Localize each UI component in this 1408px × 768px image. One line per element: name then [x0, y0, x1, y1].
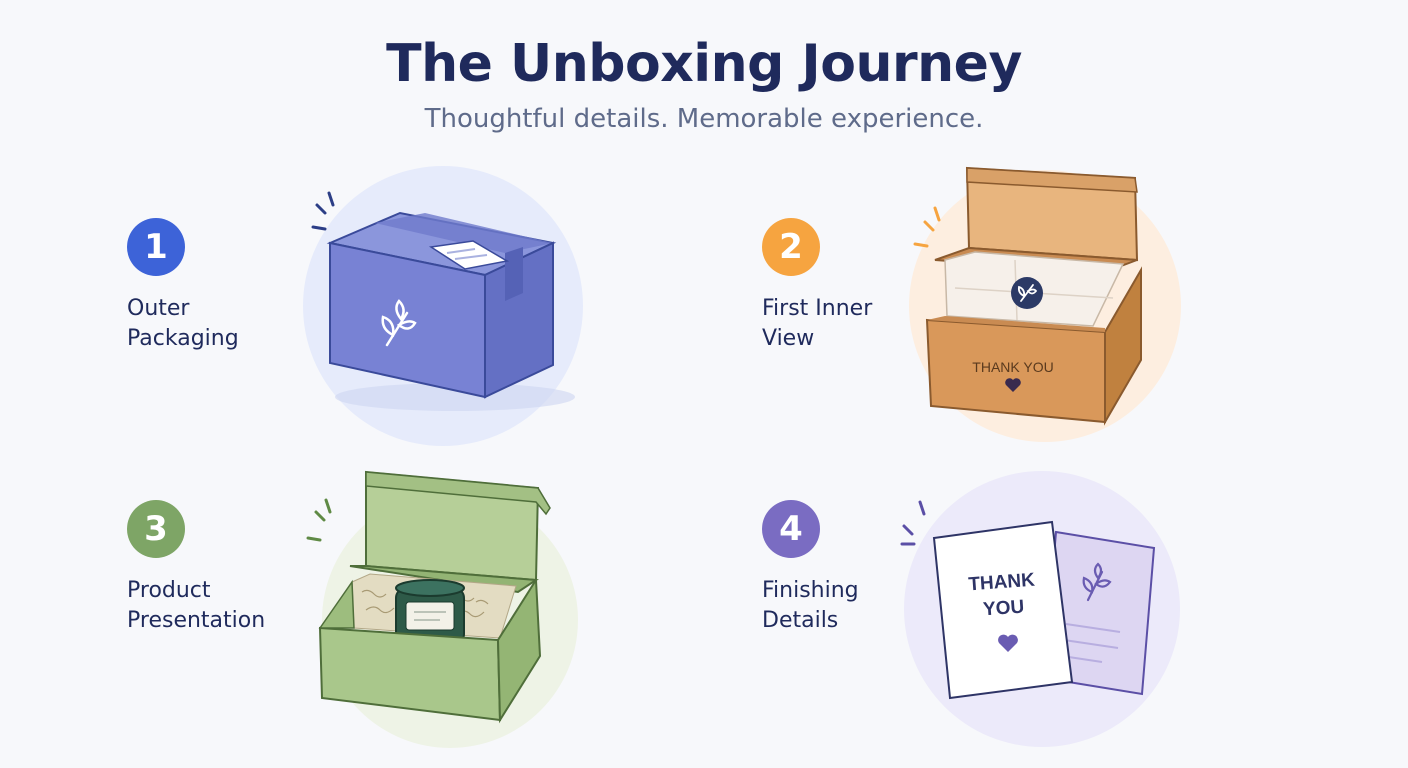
step-number-badge: 2 [762, 218, 820, 276]
step-label-line2: View [762, 326, 815, 351]
step-number-badge: 3 [127, 500, 185, 558]
card-text-line1: THANK [968, 570, 1036, 596]
heart-icon [998, 634, 1018, 652]
step-label-line1: First Inner [762, 296, 873, 321]
leaf-icon [1017, 284, 1038, 302]
page-title: The Unboxing Journey [386, 34, 1022, 94]
step-label: Product Presentation [127, 576, 265, 636]
card-text-line2: YOU [982, 597, 1025, 621]
step-label-line1: Finishing [762, 578, 859, 603]
step-label: First Inner View [762, 294, 872, 354]
step-label-line2: Packaging [127, 326, 239, 351]
leaf-icon [1082, 562, 1112, 602]
product-box-illustration [306, 470, 578, 748]
heart-icon [1005, 378, 1021, 392]
step-outer-packaging: 1 Outer Packaging [127, 218, 239, 354]
sparkle-lines [900, 500, 926, 546]
step-number-badge: 4 [762, 500, 820, 558]
step-first-inner-view: 2 First Inner View [762, 218, 872, 354]
inner-box-illustration: THANK YOU [909, 166, 1181, 442]
sparkle-lines [311, 191, 335, 231]
page-subtitle: Thoughtful details. Memorable experience… [424, 104, 984, 134]
step-number-badge: 1 [127, 218, 185, 276]
step-label-line1: Product [127, 578, 211, 603]
thank-you-card-illustration: THANK YOU [900, 471, 1180, 747]
thank-you-print: THANK YOU [972, 359, 1053, 375]
step-label-line1: Outer [127, 296, 190, 321]
step-label-line2: Presentation [127, 608, 266, 633]
step-finishing-details: 4 Finishing Details [762, 500, 859, 636]
sparkle-lines [306, 498, 332, 542]
step-label: Outer Packaging [127, 294, 239, 354]
step-product-presentation: 3 Product Presentation [127, 500, 265, 636]
step-label-line2: Details [762, 608, 839, 633]
leaf-icon [381, 299, 417, 347]
step-label: Finishing Details [762, 576, 859, 636]
sparkle-lines [913, 206, 941, 248]
candle-jar [395, 579, 465, 645]
outer-box-illustration [303, 166, 583, 446]
